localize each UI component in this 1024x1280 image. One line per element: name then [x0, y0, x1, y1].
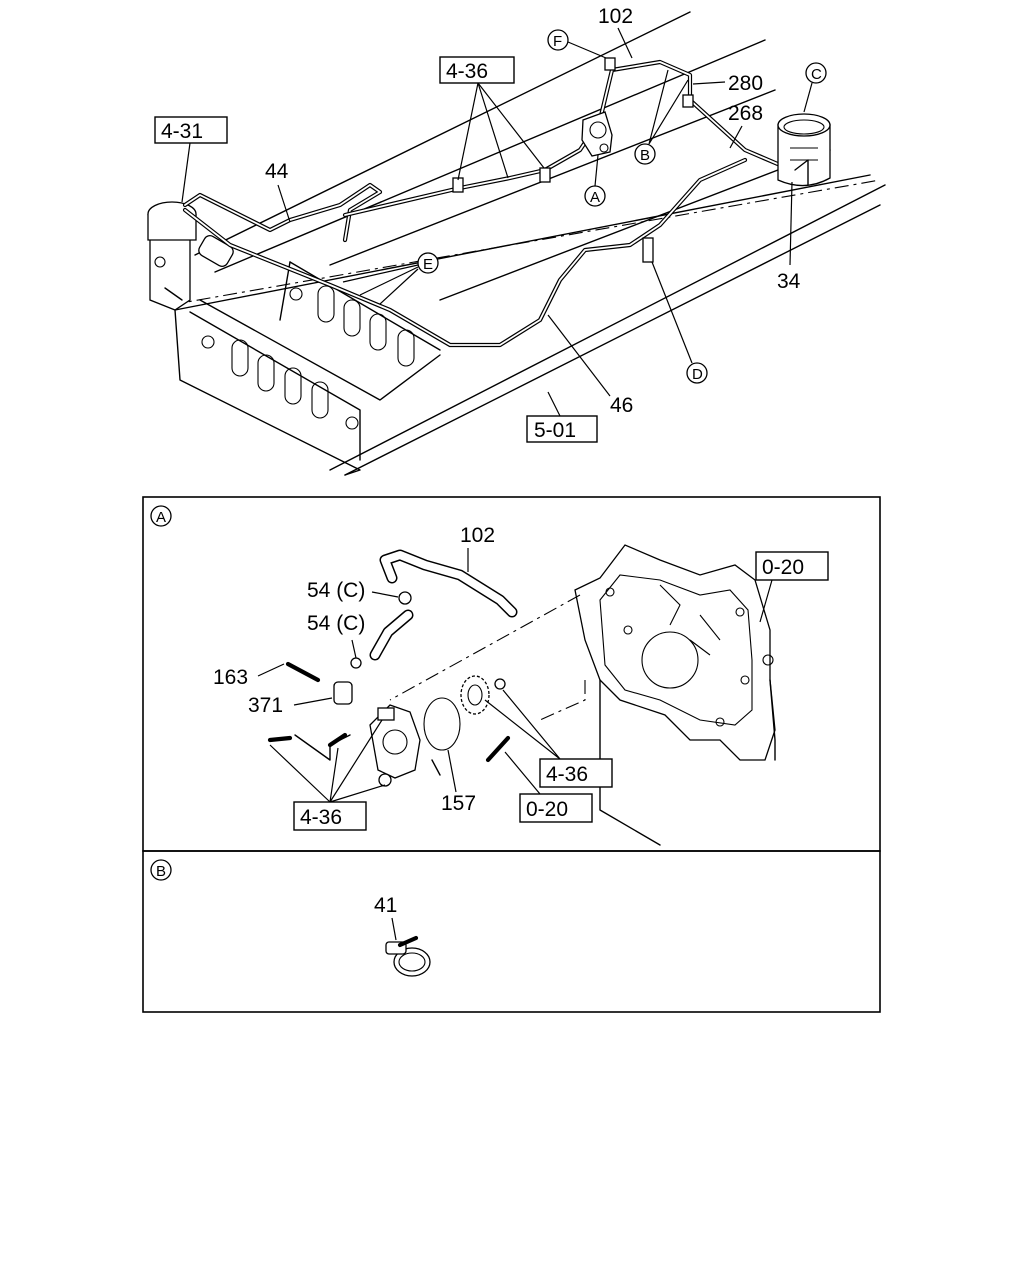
label-280: 280 — [728, 72, 763, 95]
label-46: 46 — [610, 394, 633, 417]
master-cylinder-drawing — [147, 201, 234, 311]
label-371: 371 — [248, 694, 283, 717]
label-44: 44 — [265, 160, 289, 183]
brake-pipe-drawing — [182, 57, 783, 348]
label-102-upper: 102 — [598, 5, 633, 28]
callout-a: A — [590, 189, 600, 206]
detail-a-marker: A — [156, 509, 166, 526]
drive-gear-drawing — [460, 675, 506, 715]
chassis-frame-drawing — [169, 11, 886, 476]
label-163: 163 — [213, 666, 248, 689]
ref-4-36-upper: 4-36 — [446, 60, 488, 83]
callout-c: C — [811, 66, 822, 83]
stud-bolt-drawing — [485, 735, 511, 763]
callout-f: F — [553, 33, 562, 50]
ref-box-0-20-bottom — [519, 793, 593, 823]
detail-panel-a: A — [142, 496, 881, 852]
sleeve-371-drawing — [333, 681, 353, 705]
label-54c-lower: 54 (C) — [307, 612, 365, 635]
label-34: 34 — [777, 270, 801, 293]
callout-circle-e — [417, 252, 439, 274]
ref-box-4-36-upper — [439, 56, 515, 84]
bolt-163-drawing — [285, 661, 321, 683]
ref-box-4-31 — [154, 116, 228, 144]
upper-assembly-view — [147, 11, 886, 476]
ref-0-20-top: 0-20 — [762, 556, 804, 579]
ref-4-36-left: 4-36 — [300, 806, 342, 829]
detail-a-marker-circle — [150, 505, 172, 527]
callout-circle-c — [805, 62, 827, 84]
ref-box-4-36-right — [539, 758, 613, 788]
label-54c-upper: 54 (C) — [307, 579, 365, 602]
ref-box-5-01 — [526, 415, 598, 443]
label-41: 41 — [374, 894, 397, 917]
bolt-left-drawing — [267, 735, 293, 743]
callout-circle-b — [634, 143, 656, 165]
o-ring-drawing — [423, 697, 461, 751]
detail-b-frame — [142, 850, 881, 1013]
ref-4-31: 4-31 — [161, 120, 203, 143]
callout-b: B — [640, 147, 650, 164]
ref-0-20-bottom: 0-20 — [526, 798, 568, 821]
upper-view-annotations: 102 F 280 C 268 4-36 B A 4-31 44 — [154, 5, 827, 443]
ref-box-0-20-top — [755, 551, 829, 581]
hose-clamp-drawing — [385, 935, 431, 977]
label-102-detail: 102 — [460, 524, 495, 547]
ref-4-36-right: 4-36 — [546, 763, 588, 786]
pump-body-drawing — [369, 704, 441, 787]
detail-b-marker: B — [156, 863, 166, 880]
clamp-lower-drawing — [350, 657, 362, 669]
callout-d: D — [692, 366, 703, 383]
detail-b-marker-circle — [150, 859, 172, 881]
callout-circle-d — [686, 362, 708, 384]
label-268: 268 — [728, 102, 763, 125]
reservoir-tank-drawing — [777, 113, 831, 187]
flywheel-housing-drawing — [389, 544, 776, 846]
vacuum-pump-drawing — [581, 111, 613, 157]
callout-e: E — [423, 256, 433, 273]
ref-box-4-36-left — [293, 801, 367, 831]
label-157: 157 — [441, 792, 476, 815]
callout-circle-f — [547, 29, 569, 51]
clamp-upper-drawing — [398, 591, 412, 605]
ref-5-01: 5-01 — [534, 419, 576, 442]
detail-panel-b: B 41 — [142, 850, 881, 1013]
